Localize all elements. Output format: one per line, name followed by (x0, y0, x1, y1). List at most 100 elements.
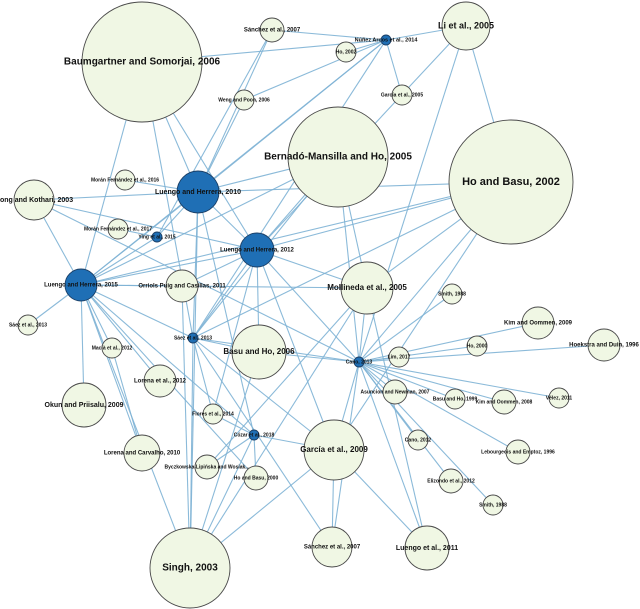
node-yang2015[interactable]: Ying et al., 2015 (138, 231, 176, 243)
node-singh2003[interactable]: Singh, 2003 (149, 527, 231, 609)
node-flores2014[interactable]: Flores et al., 2014 (192, 403, 234, 425)
node-okun2009[interactable]: Okun and Priisalu, 2009 (45, 382, 124, 428)
node-circle[interactable] (521, 306, 555, 340)
node-circle[interactable] (448, 119, 574, 245)
node-luengo2012[interactable]: Luengo and Herrera, 2012 (220, 232, 295, 268)
node-saez2013b[interactable]: Sáez et al., 2013 (174, 332, 212, 344)
node-luengo2011[interactable]: Luengo et al., 2011 (396, 525, 458, 571)
node-circle[interactable] (438, 468, 464, 494)
node-circle[interactable] (149, 527, 231, 609)
node-circle[interactable] (505, 439, 531, 465)
node-circle[interactable] (143, 364, 177, 398)
node-circle[interactable] (353, 356, 365, 368)
node-sanchez2007a[interactable]: Sánchez et al., 2007 (244, 17, 301, 43)
node-circle[interactable] (101, 337, 123, 359)
node-smith1988a[interactable]: Smith, 1988 (438, 283, 466, 305)
edge-cano2013-velez2011 (358, 361, 560, 399)
node-saez2013a[interactable]: Sáez et al., 2013 (9, 314, 47, 336)
node-velez2011[interactable]: Vélez, 2011 (546, 387, 573, 409)
node-circle[interactable] (239, 232, 275, 268)
node-circle[interactable] (165, 269, 199, 303)
node-circle[interactable] (382, 379, 408, 405)
node-moran2016[interactable]: Morán Fernández et al., 2016 (91, 169, 159, 191)
node-asuncion2007[interactable]: Asuncion and Newman, 2007 (361, 379, 430, 405)
node-circle[interactable] (444, 388, 466, 410)
node-circle[interactable] (259, 17, 285, 43)
node-circle[interactable] (248, 429, 260, 441)
node-circle[interactable] (466, 335, 488, 357)
node-lorena2012[interactable]: Lorena et al., 2012 (134, 364, 187, 398)
node-elizondo2012[interactable]: Elizondo et al., 2012 (427, 468, 475, 494)
node-bernado2005[interactable]: Bernadó-Mansilla and Ho, 2005 (264, 106, 412, 208)
node-li2005[interactable]: Li et al., 2005 (438, 1, 494, 51)
node-lorena2010[interactable]: Lorena and Carvalho, 2010 (104, 434, 181, 472)
node-circle[interactable] (491, 389, 517, 415)
node-circle[interactable] (81, 1, 203, 123)
node-byczkowska[interactable]: Byczkowska-Lipińska and Wosiak... (165, 454, 251, 480)
node-circle[interactable] (441, 1, 491, 51)
node-kim2008[interactable]: Kim and Oommen, 2008 (476, 389, 533, 415)
node-circle[interactable] (548, 387, 570, 409)
node-circle[interactable] (233, 89, 255, 111)
node-garcia2005[interactable]: García et al., 2005 (381, 84, 423, 106)
node-circle[interactable] (107, 218, 129, 240)
node-lim2017[interactable]: Lim, 2017 (388, 346, 411, 368)
node-sanchez2007b[interactable]: Sánchez et al., 2007 (304, 526, 361, 568)
node-circle[interactable] (287, 106, 389, 208)
edge-luengo2015-cozar2018 (80, 284, 255, 436)
node-circle[interactable] (17, 314, 39, 336)
node-circle[interactable] (587, 328, 621, 362)
node-circle[interactable] (114, 169, 136, 191)
node-basuho2006[interactable]: Basu and Ho, 2006 (223, 324, 295, 380)
node-circle[interactable] (388, 346, 410, 368)
node-circle[interactable] (380, 34, 392, 46)
node-ho2002b[interactable]: Ho, 2002 (335, 41, 357, 63)
node-label: Bernadó-Mansilla and Ho, 2005 (264, 152, 412, 163)
node-label: Orriols Puig and Casillas, 2011 (138, 284, 226, 290)
node-basuho1999[interactable]: Basu and Ho, 1999 (433, 388, 478, 410)
node-circle[interactable] (123, 434, 161, 472)
node-circle[interactable] (61, 382, 107, 428)
node-kim2009[interactable]: Kim and Oommen, 2009 (504, 306, 573, 340)
node-circle[interactable] (194, 454, 220, 480)
node-circle[interactable] (404, 525, 450, 571)
node-garcia2009[interactable]: García et al., 2009 (300, 419, 368, 481)
edge-mollineda2005-luengo2011 (366, 287, 428, 549)
node-weng2006[interactable]: Weng and Poon, 2006 (218, 89, 270, 111)
node-circle[interactable] (243, 465, 269, 491)
node-ho2000[interactable]: Ho, 2000 (466, 335, 488, 357)
node-hoekstra1996[interactable]: Hoekstra and Duin, 1996 (569, 328, 640, 362)
node-dong2003[interactable]: Dong and Kothari, 2003 (0, 179, 73, 221)
node-circle[interactable] (335, 41, 357, 63)
node-mollineda2005[interactable]: Mollineda et al., 2005 (327, 261, 407, 315)
node-circle[interactable] (407, 429, 429, 451)
node-moran2017[interactable]: Morán Fernández et al., 2017 (84, 218, 152, 240)
node-luengo2010[interactable]: Luengo and Herrera, 2010 (155, 170, 241, 214)
node-circle[interactable] (13, 179, 55, 221)
node-circle[interactable] (64, 268, 98, 302)
node-hobasu2000[interactable]: Ho and Basu, 2000 (234, 465, 279, 491)
node-lebourgeois1996[interactable]: Lebourgeois and Emptoz, 1996 (481, 439, 555, 465)
node-orriols2011[interactable]: Orriols Puig and Casillas, 2011 (138, 269, 226, 303)
node-hobasu2002[interactable]: Ho and Basu, 2002 (448, 119, 574, 245)
node-circle[interactable] (176, 170, 220, 214)
node-cano2013[interactable]: Cano, 2013 (346, 356, 373, 368)
node-circle[interactable] (202, 403, 224, 425)
node-circle[interactable] (391, 84, 413, 106)
node-baumgartner[interactable]: Baumgartner and Somorjai, 2006 (64, 1, 221, 123)
node-luengo2015[interactable]: Luengo and Herrera, 2015 (44, 268, 119, 302)
node-cano2012[interactable]: Cano, 2012 (405, 429, 432, 451)
node-circle[interactable] (187, 332, 199, 344)
node-circle[interactable] (311, 526, 353, 568)
node-circle[interactable] (340, 261, 394, 315)
node-circle[interactable] (482, 494, 504, 516)
node-label: Macià et al., 2012 (92, 345, 133, 351)
node-circle[interactable] (441, 283, 463, 305)
node-cozar2018[interactable]: Cózar et al., 2018 (234, 429, 275, 441)
node-circle[interactable] (231, 324, 287, 380)
node-nunez2014[interactable]: Núñez Arcos et al., 2014 (355, 34, 419, 46)
node-circle[interactable] (151, 231, 163, 243)
node-circle[interactable] (303, 419, 365, 481)
node-smith1988b[interactable]: Smith, 1988 (479, 494, 507, 516)
node-macia2012[interactable]: Macià et al., 2012 (92, 337, 133, 359)
